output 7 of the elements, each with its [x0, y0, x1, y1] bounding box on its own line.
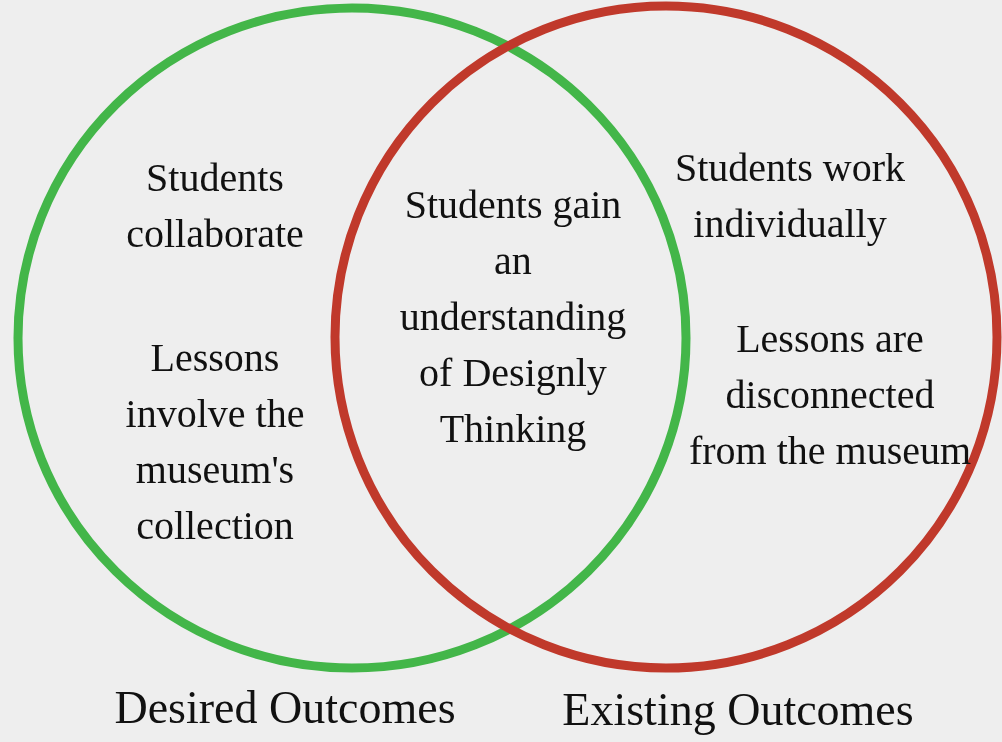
circle-heading: Desired Outcomes: [114, 682, 456, 734]
circle-text: Lessons are disconnected from the museum: [687, 315, 973, 475]
circle-text: Students collaborate: [125, 154, 305, 258]
circle-text: Students work individually: [674, 144, 906, 248]
circle-text: Lessons involve the museum's collection: [124, 334, 306, 550]
overlap-text: Students gain an understanding of Designly Thinking: [398, 181, 628, 453]
circle-heading: Existing Outcomes: [562, 684, 914, 736]
